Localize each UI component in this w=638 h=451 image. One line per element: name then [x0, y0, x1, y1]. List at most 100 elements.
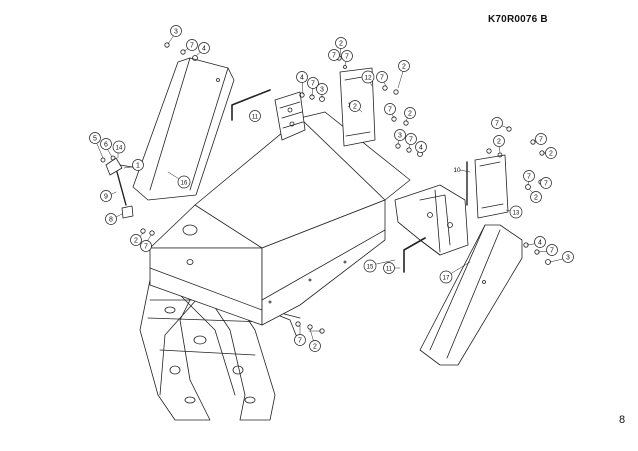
svg-text:7: 7	[539, 137, 543, 144]
callout-c3: 4	[198, 42, 210, 54]
callouts: 3 7 4 2 7 2 12 7 4 7 3 10 7 2 11 3 7 4 5…	[89, 25, 574, 352]
svg-text:5: 5	[93, 136, 97, 143]
svg-text:2: 2	[313, 344, 317, 351]
callout-c18: 4	[415, 141, 427, 153]
svg-text:7: 7	[144, 244, 148, 251]
callout-c7: 12	[361, 70, 375, 84]
svg-text:17: 17	[443, 276, 450, 282]
svg-text:7: 7	[311, 81, 315, 88]
callout-c32: 2	[545, 147, 557, 159]
left-side-cover	[132, 57, 235, 201]
callout-c19: 5	[89, 132, 101, 144]
svg-text:3: 3	[398, 133, 402, 140]
svg-text:3: 3	[174, 29, 178, 36]
callout-c38: 4	[534, 236, 546, 248]
svg-text:2: 2	[353, 104, 357, 111]
right-plate	[474, 154, 509, 219]
svg-text:2: 2	[549, 151, 553, 158]
callout-c30: 10	[453, 167, 461, 174]
svg-text:7: 7	[388, 107, 392, 114]
right-hinge-bracket	[394, 184, 469, 256]
svg-text:7: 7	[345, 54, 349, 61]
callout-c26: 2	[130, 234, 142, 246]
callout-c1: 3	[170, 25, 182, 37]
latch-assembly	[105, 157, 139, 219]
callout-c21: 14	[112, 140, 126, 154]
svg-text:4: 4	[419, 145, 423, 152]
callout-c35: 15	[363, 259, 377, 273]
callout-c28: 7	[491, 117, 503, 129]
svg-text:9: 9	[104, 194, 108, 201]
callout-c14: 2	[404, 107, 416, 119]
callout-c45: 7	[341, 50, 353, 62]
callout-c11: 3	[316, 83, 328, 95]
callout-c46: 2	[349, 100, 361, 112]
callout-c33: 7	[523, 170, 535, 182]
svg-text:3: 3	[320, 87, 324, 94]
callout-c40: 3	[562, 251, 574, 263]
svg-text:2: 2	[408, 111, 412, 118]
callout-c22: 1	[132, 159, 144, 171]
callout-c16: 3	[394, 129, 406, 141]
svg-text:12: 12	[364, 75, 372, 82]
callout-c10: 7	[307, 77, 319, 89]
svg-text:7: 7	[190, 43, 194, 50]
callout-c34: 13	[509, 205, 523, 219]
svg-text:7: 7	[380, 75, 384, 82]
rod-right	[403, 237, 426, 273]
svg-text:7: 7	[298, 338, 302, 345]
svg-text:2: 2	[134, 238, 138, 245]
callout-c44: 2	[530, 191, 542, 203]
callout-c5: 7	[328, 49, 340, 61]
callout-c27: 7	[140, 240, 152, 252]
svg-text:7: 7	[332, 53, 336, 60]
callout-c24: 9	[100, 190, 112, 202]
callout-c37: 17	[439, 270, 453, 284]
callout-c13: 7	[384, 103, 396, 115]
rod-left	[231, 89, 271, 121]
svg-text:4: 4	[538, 240, 542, 247]
callout-c20: 6	[100, 138, 112, 150]
svg-text:3: 3	[566, 255, 570, 262]
callout-c23: 16	[177, 175, 191, 189]
callout-c8: 7	[376, 71, 388, 83]
svg-text:2: 2	[497, 139, 501, 146]
callout-c39: 7	[546, 244, 558, 256]
page-number: 8	[619, 414, 626, 426]
svg-text:2: 2	[402, 64, 406, 71]
svg-text:7: 7	[409, 137, 413, 144]
svg-text:7: 7	[550, 248, 554, 255]
svg-text:2: 2	[339, 41, 343, 48]
svg-text:4: 4	[202, 46, 206, 53]
svg-text:7: 7	[495, 121, 499, 128]
svg-text:11: 11	[386, 267, 393, 273]
callout-c36: 11	[383, 262, 395, 274]
svg-text:14: 14	[116, 146, 123, 152]
svg-text:6: 6	[104, 142, 108, 149]
svg-text:7: 7	[527, 174, 531, 181]
svg-text:2: 2	[534, 195, 538, 202]
svg-text:13: 13	[513, 211, 520, 217]
svg-text:16: 16	[181, 181, 188, 187]
left-hinge-bracket	[274, 91, 306, 141]
callout-c6: 2	[398, 60, 410, 72]
callout-c29: 2	[493, 135, 505, 147]
callout-c31: 7	[535, 133, 547, 145]
callout-c42: 2	[309, 340, 321, 352]
callout-c25: 8	[105, 213, 117, 225]
callout-c2: 7	[186, 39, 198, 51]
svg-text:10: 10	[453, 167, 461, 174]
callout-c41: 7	[294, 334, 306, 346]
svg-text:8: 8	[109, 217, 113, 224]
svg-text:11: 11	[252, 115, 259, 121]
callout-c4: 2	[335, 37, 347, 49]
callout-c15: 11	[249, 110, 261, 122]
svg-text:15: 15	[367, 265, 374, 271]
callout-c9: 4	[296, 71, 308, 83]
drawing-code: K70R0076 B	[488, 14, 548, 25]
svg-text:4: 4	[300, 75, 304, 82]
callout-c17: 7	[405, 133, 417, 145]
right-side-cover	[419, 224, 523, 366]
callout-c43: 7	[540, 177, 552, 189]
